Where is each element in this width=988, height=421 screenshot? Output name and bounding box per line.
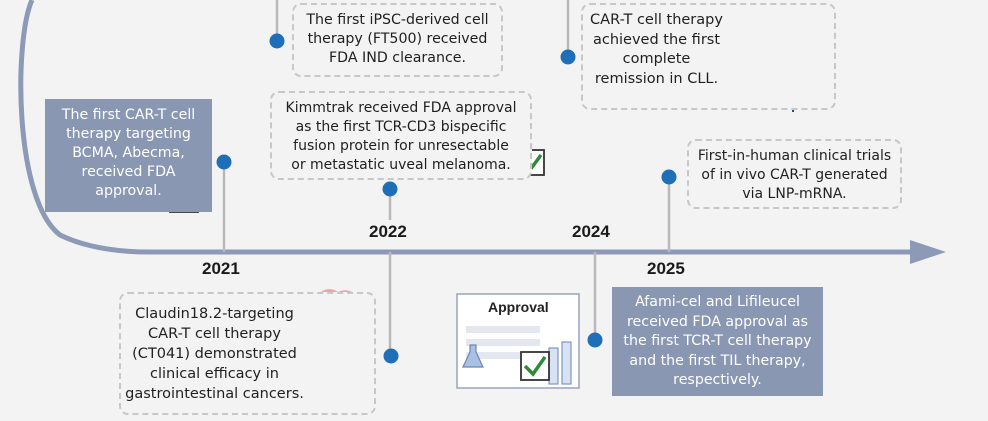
timeline-arrowhead xyxy=(910,240,946,264)
check-icon xyxy=(520,351,550,381)
approval-document-illustration xyxy=(456,293,580,389)
event-dot xyxy=(269,33,285,49)
event-in-vivo-car-t: First-in-human clinical trials of in viv… xyxy=(687,139,902,209)
event-dot xyxy=(560,49,576,65)
year-label: 2022 xyxy=(369,222,407,241)
year-label: 2025 xyxy=(647,259,685,278)
event-dot xyxy=(382,181,398,197)
year-label: 2021 xyxy=(202,259,240,278)
event-dot xyxy=(587,332,603,348)
approval-document-title: Approval xyxy=(488,299,549,315)
event-kimmtrak: Kimmtrak received FDA approval as the fi… xyxy=(270,91,532,180)
event-afami-lifileucel: Afami-cel and Lifileucel received FDA ap… xyxy=(612,287,823,396)
year-label: 2024 xyxy=(572,222,610,241)
event-ct041: Claudin18.2-targeting CAR-T cell therapy… xyxy=(119,292,376,415)
event-cll: CAR-T cell therapy achieved the first co… xyxy=(581,3,836,110)
event-dot xyxy=(216,154,232,170)
event-abecma: The first CAR-T cell therapy targeting B… xyxy=(45,99,212,212)
event-ft500: The first iPSC-derived cell therapy (FT5… xyxy=(292,3,503,77)
event-dot xyxy=(383,348,399,364)
event-dot xyxy=(661,169,677,185)
timeline-axis xyxy=(18,0,912,255)
